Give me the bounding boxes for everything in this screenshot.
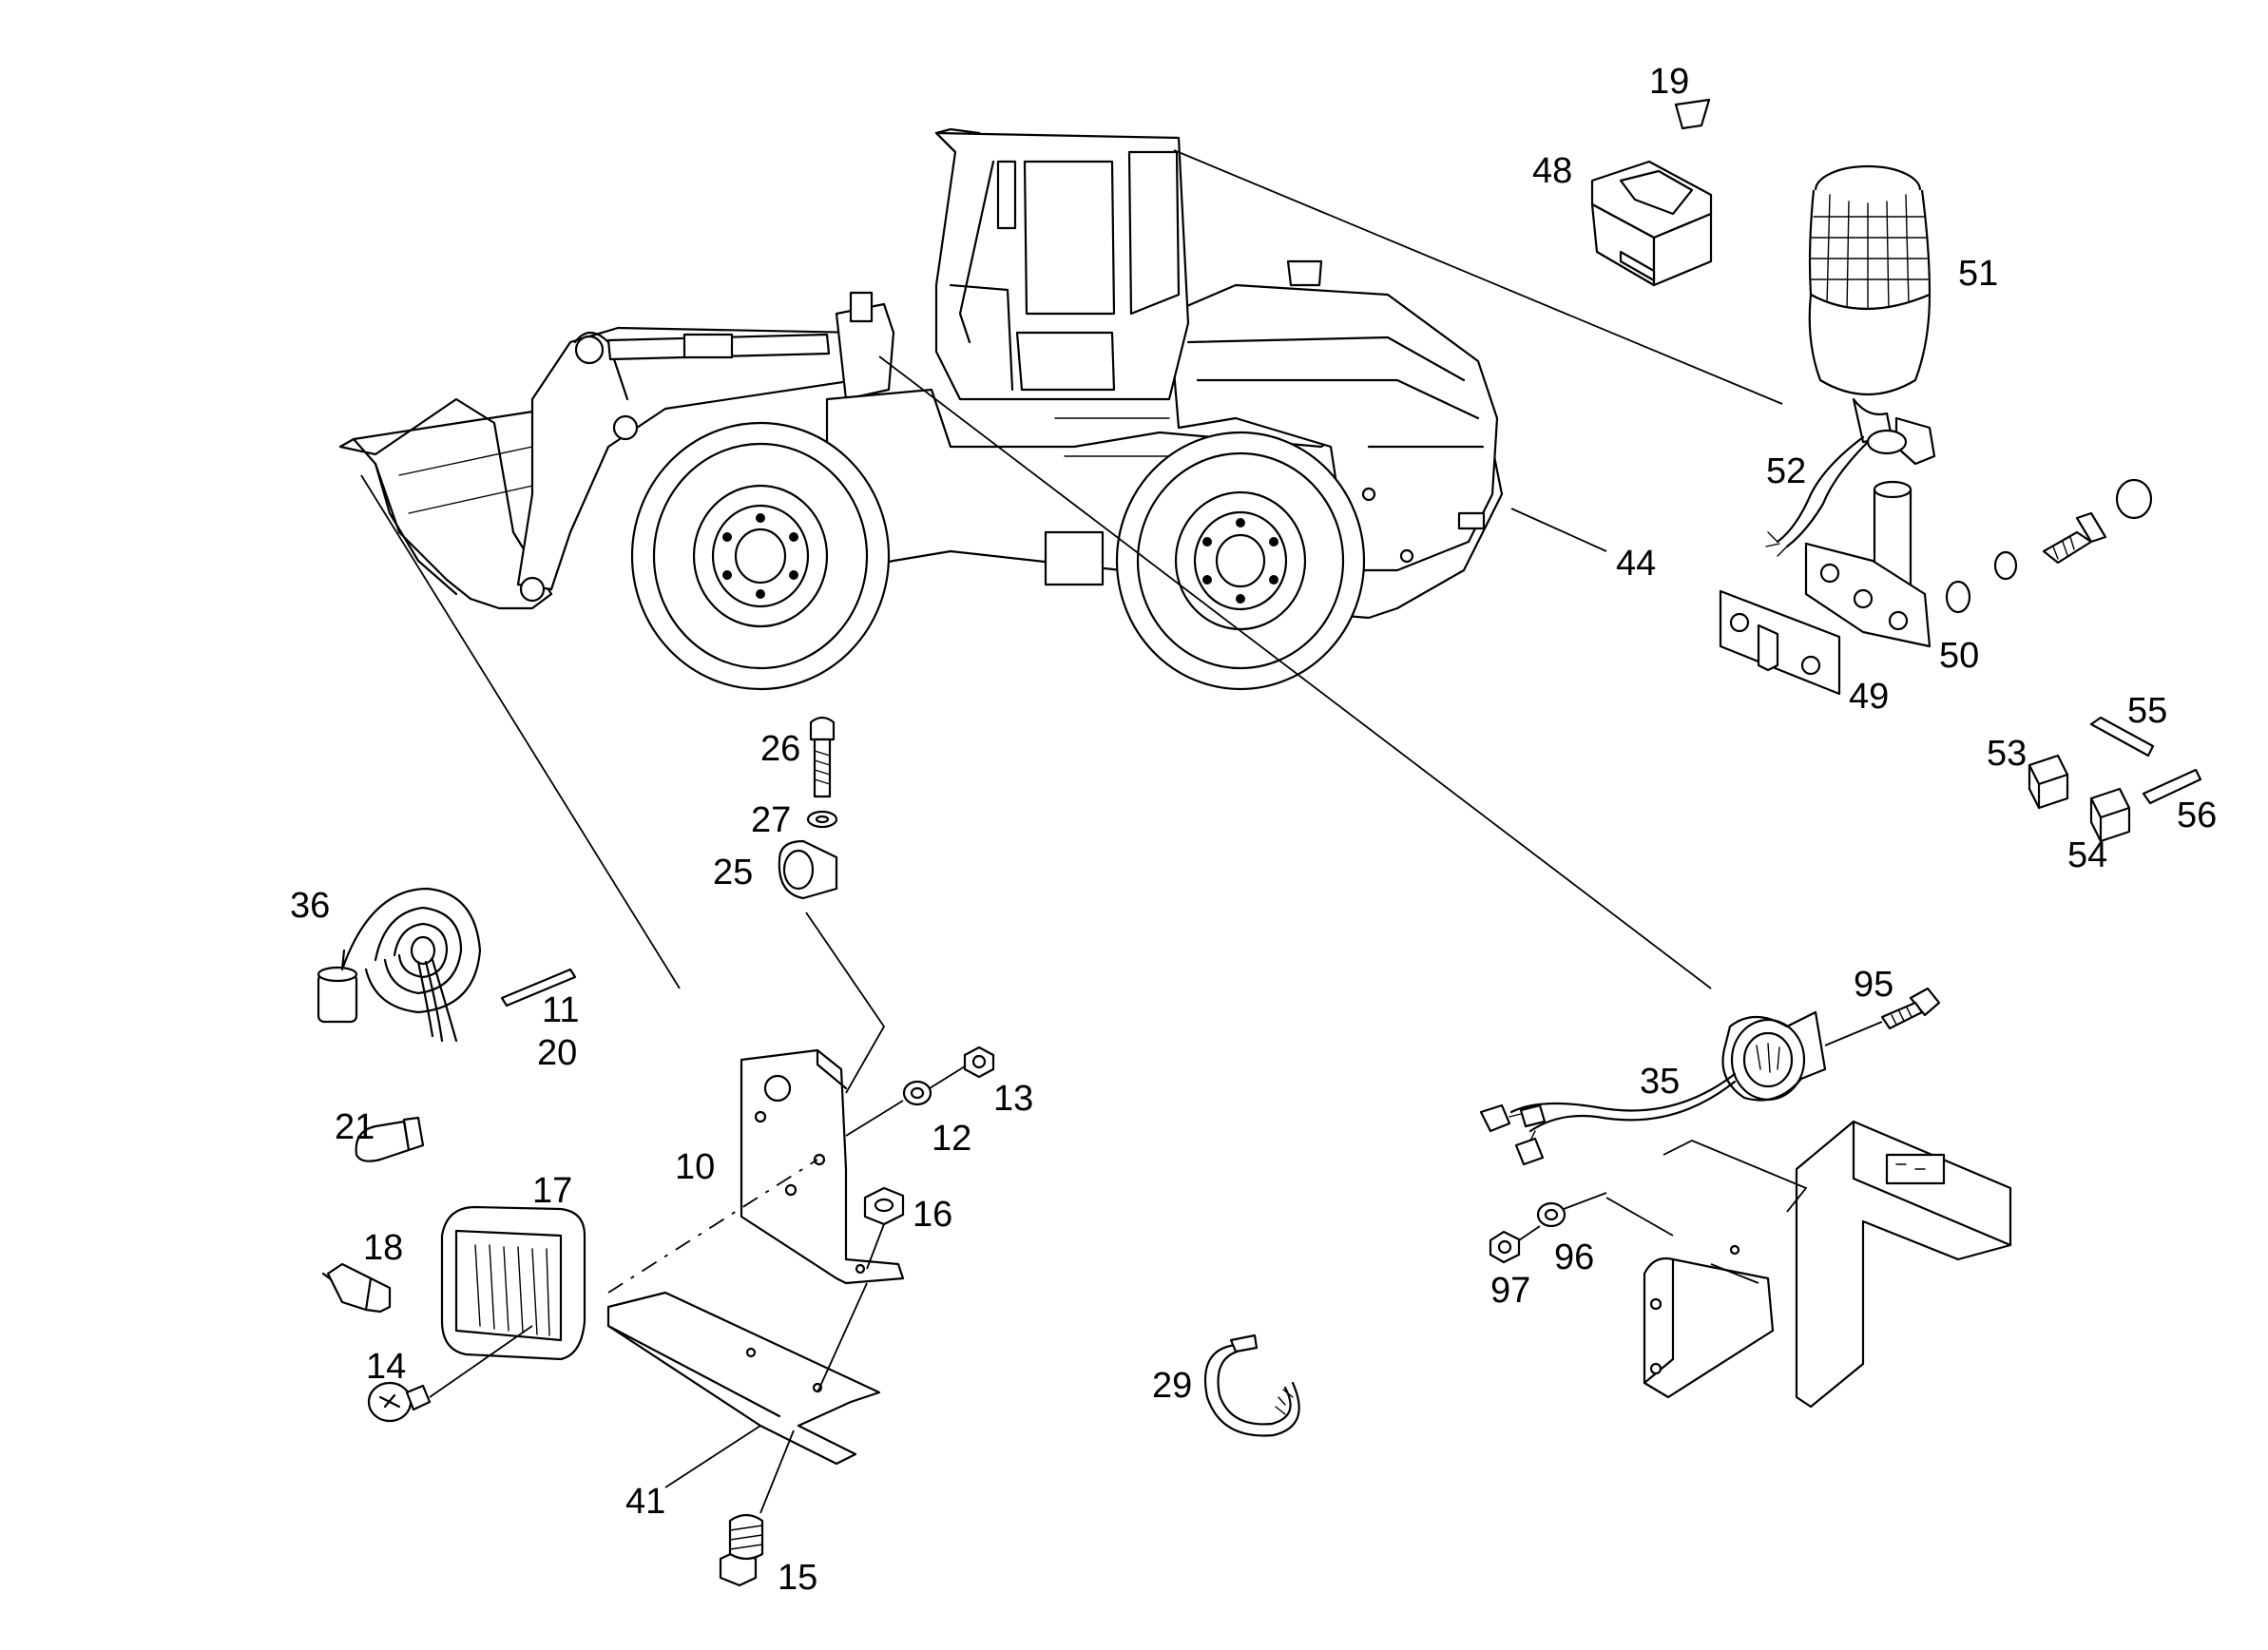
part-16-nut [863,1186,905,1270]
part-17-work-lamp [440,1205,586,1361]
part-21-bulb [355,1116,425,1162]
callout-97: 97 [1490,1271,1530,1311]
callout-29: 29 [1152,1366,1192,1406]
part-26-bolt [809,716,836,798]
callout-54: 54 [2067,835,2107,875]
callout-53: 53 [1987,734,2027,774]
part-25-clamp [778,839,838,900]
callout-48: 48 [1532,151,1572,191]
callout-51: 51 [1958,254,1998,294]
callout-25: 25 [713,853,753,892]
callout-19: 19 [1649,62,1689,102]
part-11-pin [500,968,577,1007]
part-56-pin [2142,768,2202,805]
callout-52: 52 [1766,451,1806,491]
callout-14: 14 [366,1347,406,1387]
leader-lines [360,149,1783,1237]
part-13-nut [929,1046,995,1089]
callout-16: 16 [913,1195,952,1235]
connector-bracket [1643,1120,2012,1409]
callout-41: 41 [625,1482,665,1522]
part-51-beacon-lamp [1808,164,1936,466]
part-55-pin [2089,716,2155,758]
wheel-loader-illustration [338,127,1504,691]
part-36-harness-coil [317,887,482,1043]
callout-36: 36 [290,886,330,926]
part-19-rocker-cap [1674,98,1711,130]
part-10-bracket [740,1048,905,1285]
part-52-cable [1765,435,1870,557]
callout-55: 55 [2127,691,2167,731]
part-50-mount-post [1804,478,2153,648]
part-49-plate [1719,589,1841,696]
part-96-washer [1536,1192,1607,1228]
part-97-nut [1489,1225,1541,1264]
part-29-hose-clamp [1203,1333,1300,1437]
part-53-connector [2028,754,2069,810]
callout-26: 26 [760,729,800,769]
callout-12: 12 [932,1119,971,1159]
callout-44: 44 [1616,544,1656,584]
part-12-washer [845,1080,932,1137]
part-41-mounting-plate [606,1159,881,1488]
callout-15: 15 [778,1558,817,1598]
part-54-connector [2089,787,2131,843]
rear-wheel [1115,431,1366,691]
callout-17: 17 [532,1171,572,1211]
callout-18: 18 [363,1228,403,1268]
callout-35: 35 [1640,1062,1680,1102]
callout-49: 49 [1849,677,1889,717]
callout-96: 96 [1554,1238,1594,1277]
callout-27: 27 [751,800,791,840]
callout-21: 21 [335,1107,375,1147]
callout-11: 11 [542,990,579,1030]
part-27-washer [806,810,838,829]
part-15-flange-bolt [719,1429,795,1587]
callout-20: 20 [537,1033,577,1073]
callout-10: 10 [675,1147,715,1187]
callout-13: 13 [993,1079,1033,1119]
part-18-bulb [321,1262,392,1314]
front-wheel [630,421,891,691]
part-48-rocker-switch [1590,160,1713,287]
callout-50: 50 [1939,636,1979,676]
callout-56: 56 [2177,796,2217,835]
part-14-screw [367,1325,533,1423]
part-95-bolt [1824,987,1941,1046]
callout-labels: 19 48 51 52 44 50 49 55 53 56 54 26 27 2… [290,62,2217,1598]
part-35-connector-harness [1479,1010,1827,1166]
callout-95: 95 [1854,965,1893,1005]
